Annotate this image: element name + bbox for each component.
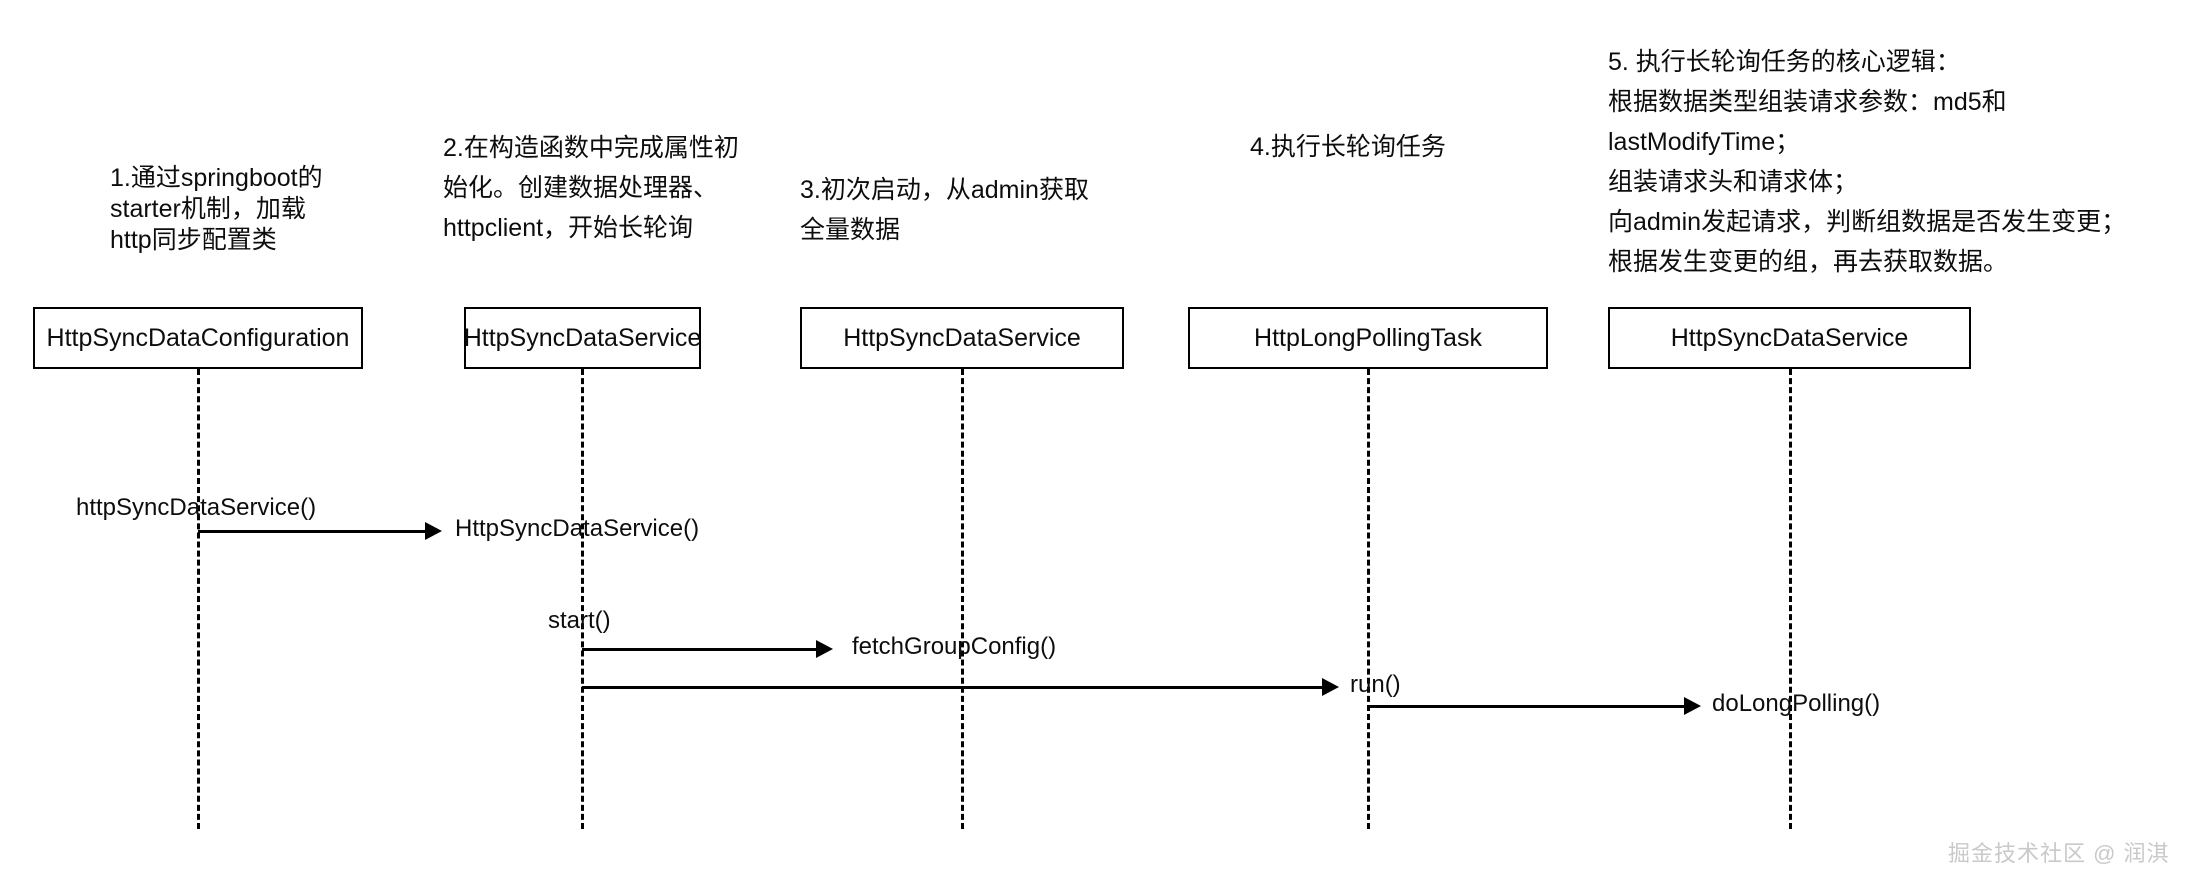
- lifeline-http-sync-data-configuration: [197, 369, 200, 829]
- annotation-note-1: 1.通过springboot的 starter机制，加载 http同步配置类: [110, 164, 323, 254]
- lifeline-http-long-polling-task: [1367, 369, 1370, 829]
- participant-label: HttpLongPollingTask: [1254, 323, 1482, 352]
- message-source-label-http-sync-data-service: httpSyncDataService(): [76, 494, 317, 521]
- participant-box-http-long-polling-task[interactable]: HttpLongPollingTask: [1188, 307, 1548, 369]
- message-target-label-http-sync-data-service: HttpSyncDataService(): [455, 515, 700, 542]
- participant-label: HttpSyncDataService: [1670, 323, 1909, 352]
- message-arrowhead-2: [816, 640, 833, 658]
- participant-box-http-sync-data-service-1[interactable]: HttpSyncDataService: [464, 307, 701, 369]
- message-source-label-start: start(): [548, 607, 611, 634]
- message-line-1: [198, 530, 425, 533]
- message-arrowhead-4: [1684, 697, 1701, 715]
- message-line-2: [582, 648, 816, 651]
- message-line-4: [1368, 705, 1684, 708]
- message-target-label-fetch-group-config: fetchGroupConfig(): [852, 633, 1057, 660]
- participant-box-http-sync-data-service-3[interactable]: HttpSyncDataService: [1608, 307, 1971, 369]
- annotation-note-5: 5. 执行长轮询任务的核心逻辑： 根据数据类型组装请求参数：md5和lastMo…: [1608, 48, 2127, 276]
- participant-box-http-sync-data-configuration[interactable]: HttpSyncDataConfiguration: [33, 307, 363, 369]
- message-target-label-run: run(): [1350, 671, 1401, 698]
- annotation-note-4: 4.执行长轮询任务: [1250, 133, 1446, 161]
- message-arrowhead-1: [425, 522, 442, 540]
- message-arrowhead-3: [1322, 678, 1339, 696]
- participant-label: HttpSyncDataService: [843, 323, 1081, 352]
- participant-box-http-sync-data-service-2[interactable]: HttpSyncDataService: [800, 307, 1124, 369]
- lifeline-http-sync-data-service-3: [1789, 369, 1792, 829]
- annotation-note-2: 2.在构造函数中完成属性初 始化。创建数据处理器、 httpclient，开始长…: [443, 134, 739, 242]
- watermark: 掘金技术社区 @ 润淇: [1948, 841, 2170, 866]
- message-line-3: [582, 686, 1322, 689]
- participant-label: HttpSyncDataService: [463, 323, 702, 352]
- annotation-note-3: 3.初次启动，从admin获取 全量数据: [800, 176, 1089, 244]
- participant-label: HttpSyncDataConfiguration: [46, 323, 350, 352]
- message-target-label-do-long-polling: doLongPolling(): [1712, 690, 1881, 717]
- lifeline-http-sync-data-service-1: [581, 369, 584, 829]
- lifeline-http-sync-data-service-2: [961, 369, 964, 829]
